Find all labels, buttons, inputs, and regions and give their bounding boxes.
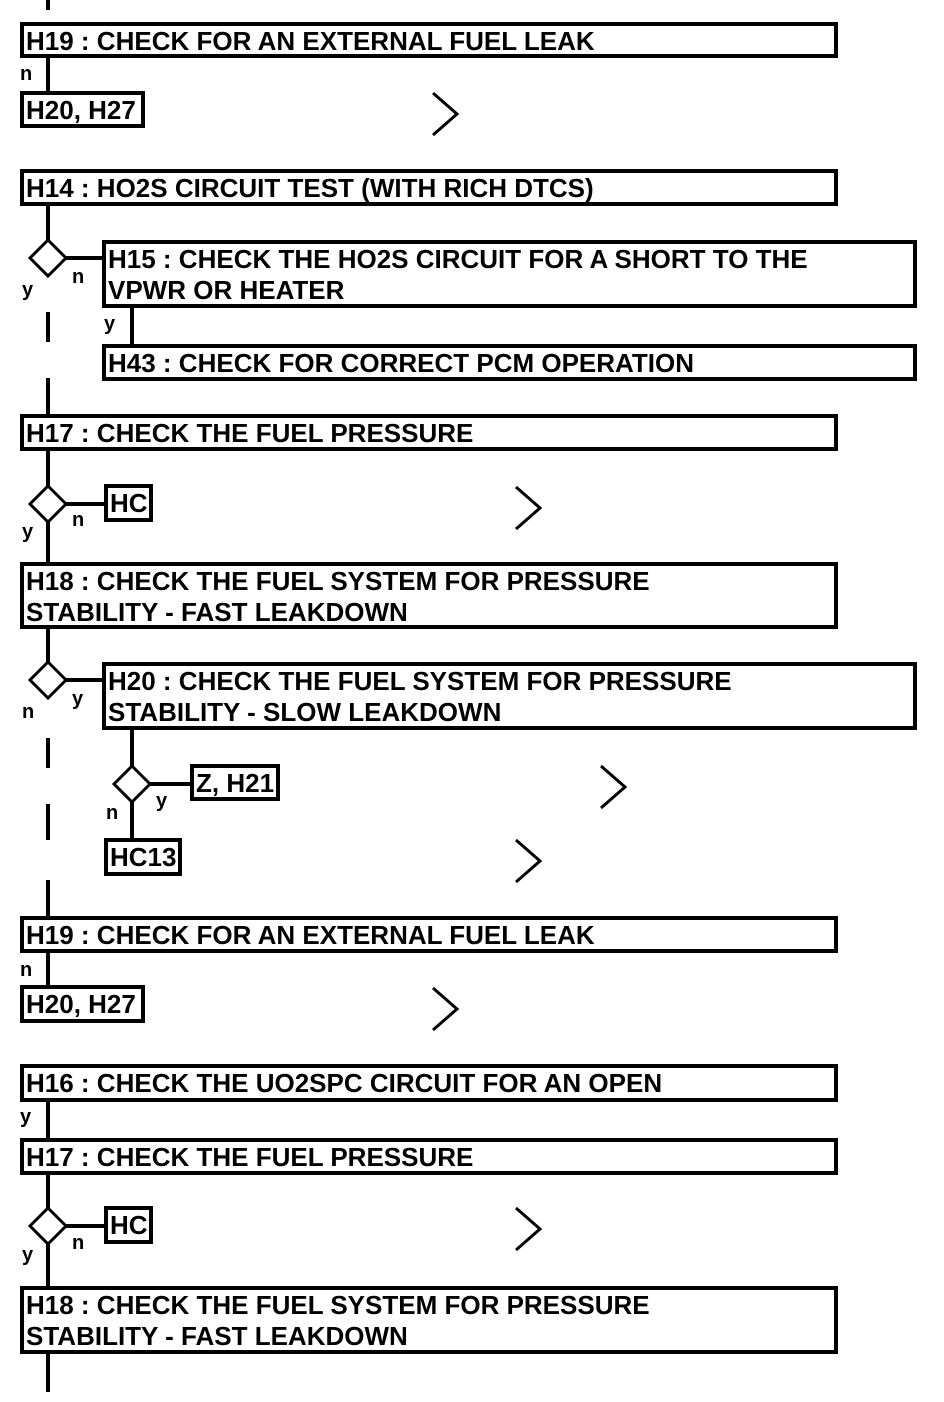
decision-diamond (27, 1205, 69, 1247)
branch-label-no: n (72, 266, 85, 288)
step-box-h20: H20 : CHECK THE FUEL SYSTEM FOR PRESSURE… (102, 662, 917, 730)
continue-chevron (432, 91, 460, 137)
step-box-h19-b: H19 : CHECK FOR AN EXTERNAL FUEL LEAK (20, 916, 838, 953)
step-box-z-h21: Z, H21 (190, 764, 280, 801)
step-box-h17-a: H17 : CHECK THE FUEL PRESSURE (20, 414, 838, 451)
decision-diamond (111, 763, 153, 805)
branch-label-yes: y (22, 279, 34, 301)
branch-label-yes: y (104, 313, 116, 335)
branch-label-yes: y (72, 688, 84, 710)
decision-diamond (27, 659, 69, 701)
step-box-h43: H43 : CHECK FOR CORRECT PCM OPERATION (102, 344, 917, 381)
branch-label-no: n (22, 701, 35, 723)
step-box-hc-a: HC (104, 484, 153, 522)
branch-label-yes: y (156, 790, 168, 812)
branch-label-no: n (20, 63, 33, 85)
continue-chevron (515, 838, 543, 884)
decision-diamond (27, 483, 69, 525)
step-box-hc-b: HC (104, 1206, 153, 1244)
step-box-h17-b: H17 : CHECK THE FUEL PRESSURE (20, 1138, 838, 1175)
decision-diamond (27, 237, 69, 279)
step-box-h16: H16 : CHECK THE UO2SPC CIRCUIT FOR AN OP… (20, 1064, 838, 1102)
continue-chevron (515, 485, 543, 531)
branch-label-no: n (20, 959, 33, 981)
step-box-hc13: HC13 (104, 838, 182, 876)
step-box-h18-b: H18 : CHECK THE FUEL SYSTEM FOR PRESSURE… (20, 1286, 838, 1354)
branch-label-yes: y (22, 521, 34, 543)
continue-chevron (515, 1206, 543, 1252)
continue-chevron (432, 986, 460, 1032)
branch-label-no: n (106, 802, 119, 824)
step-box-h15: H15 : CHECK THE HO2S CIRCUIT FOR A SHORT… (102, 240, 917, 308)
step-box-h20-h27-b: H20, H27 (20, 985, 145, 1023)
step-box-h14: H14 : HO2S CIRCUIT TEST (WITH RICH DTCS) (20, 169, 838, 206)
branch-label-no: n (72, 1232, 85, 1254)
branch-label-yes: y (20, 1106, 32, 1128)
branch-label-yes: y (22, 1244, 34, 1266)
continue-chevron (600, 764, 628, 810)
step-box-h20-h27-top: H20, H27 (20, 91, 145, 128)
step-box-h19-top: H19 : CHECK FOR AN EXTERNAL FUEL LEAK (20, 22, 838, 58)
branch-label-no: n (72, 509, 85, 531)
step-box-h18-a: H18 : CHECK THE FUEL SYSTEM FOR PRESSURE… (20, 562, 838, 629)
